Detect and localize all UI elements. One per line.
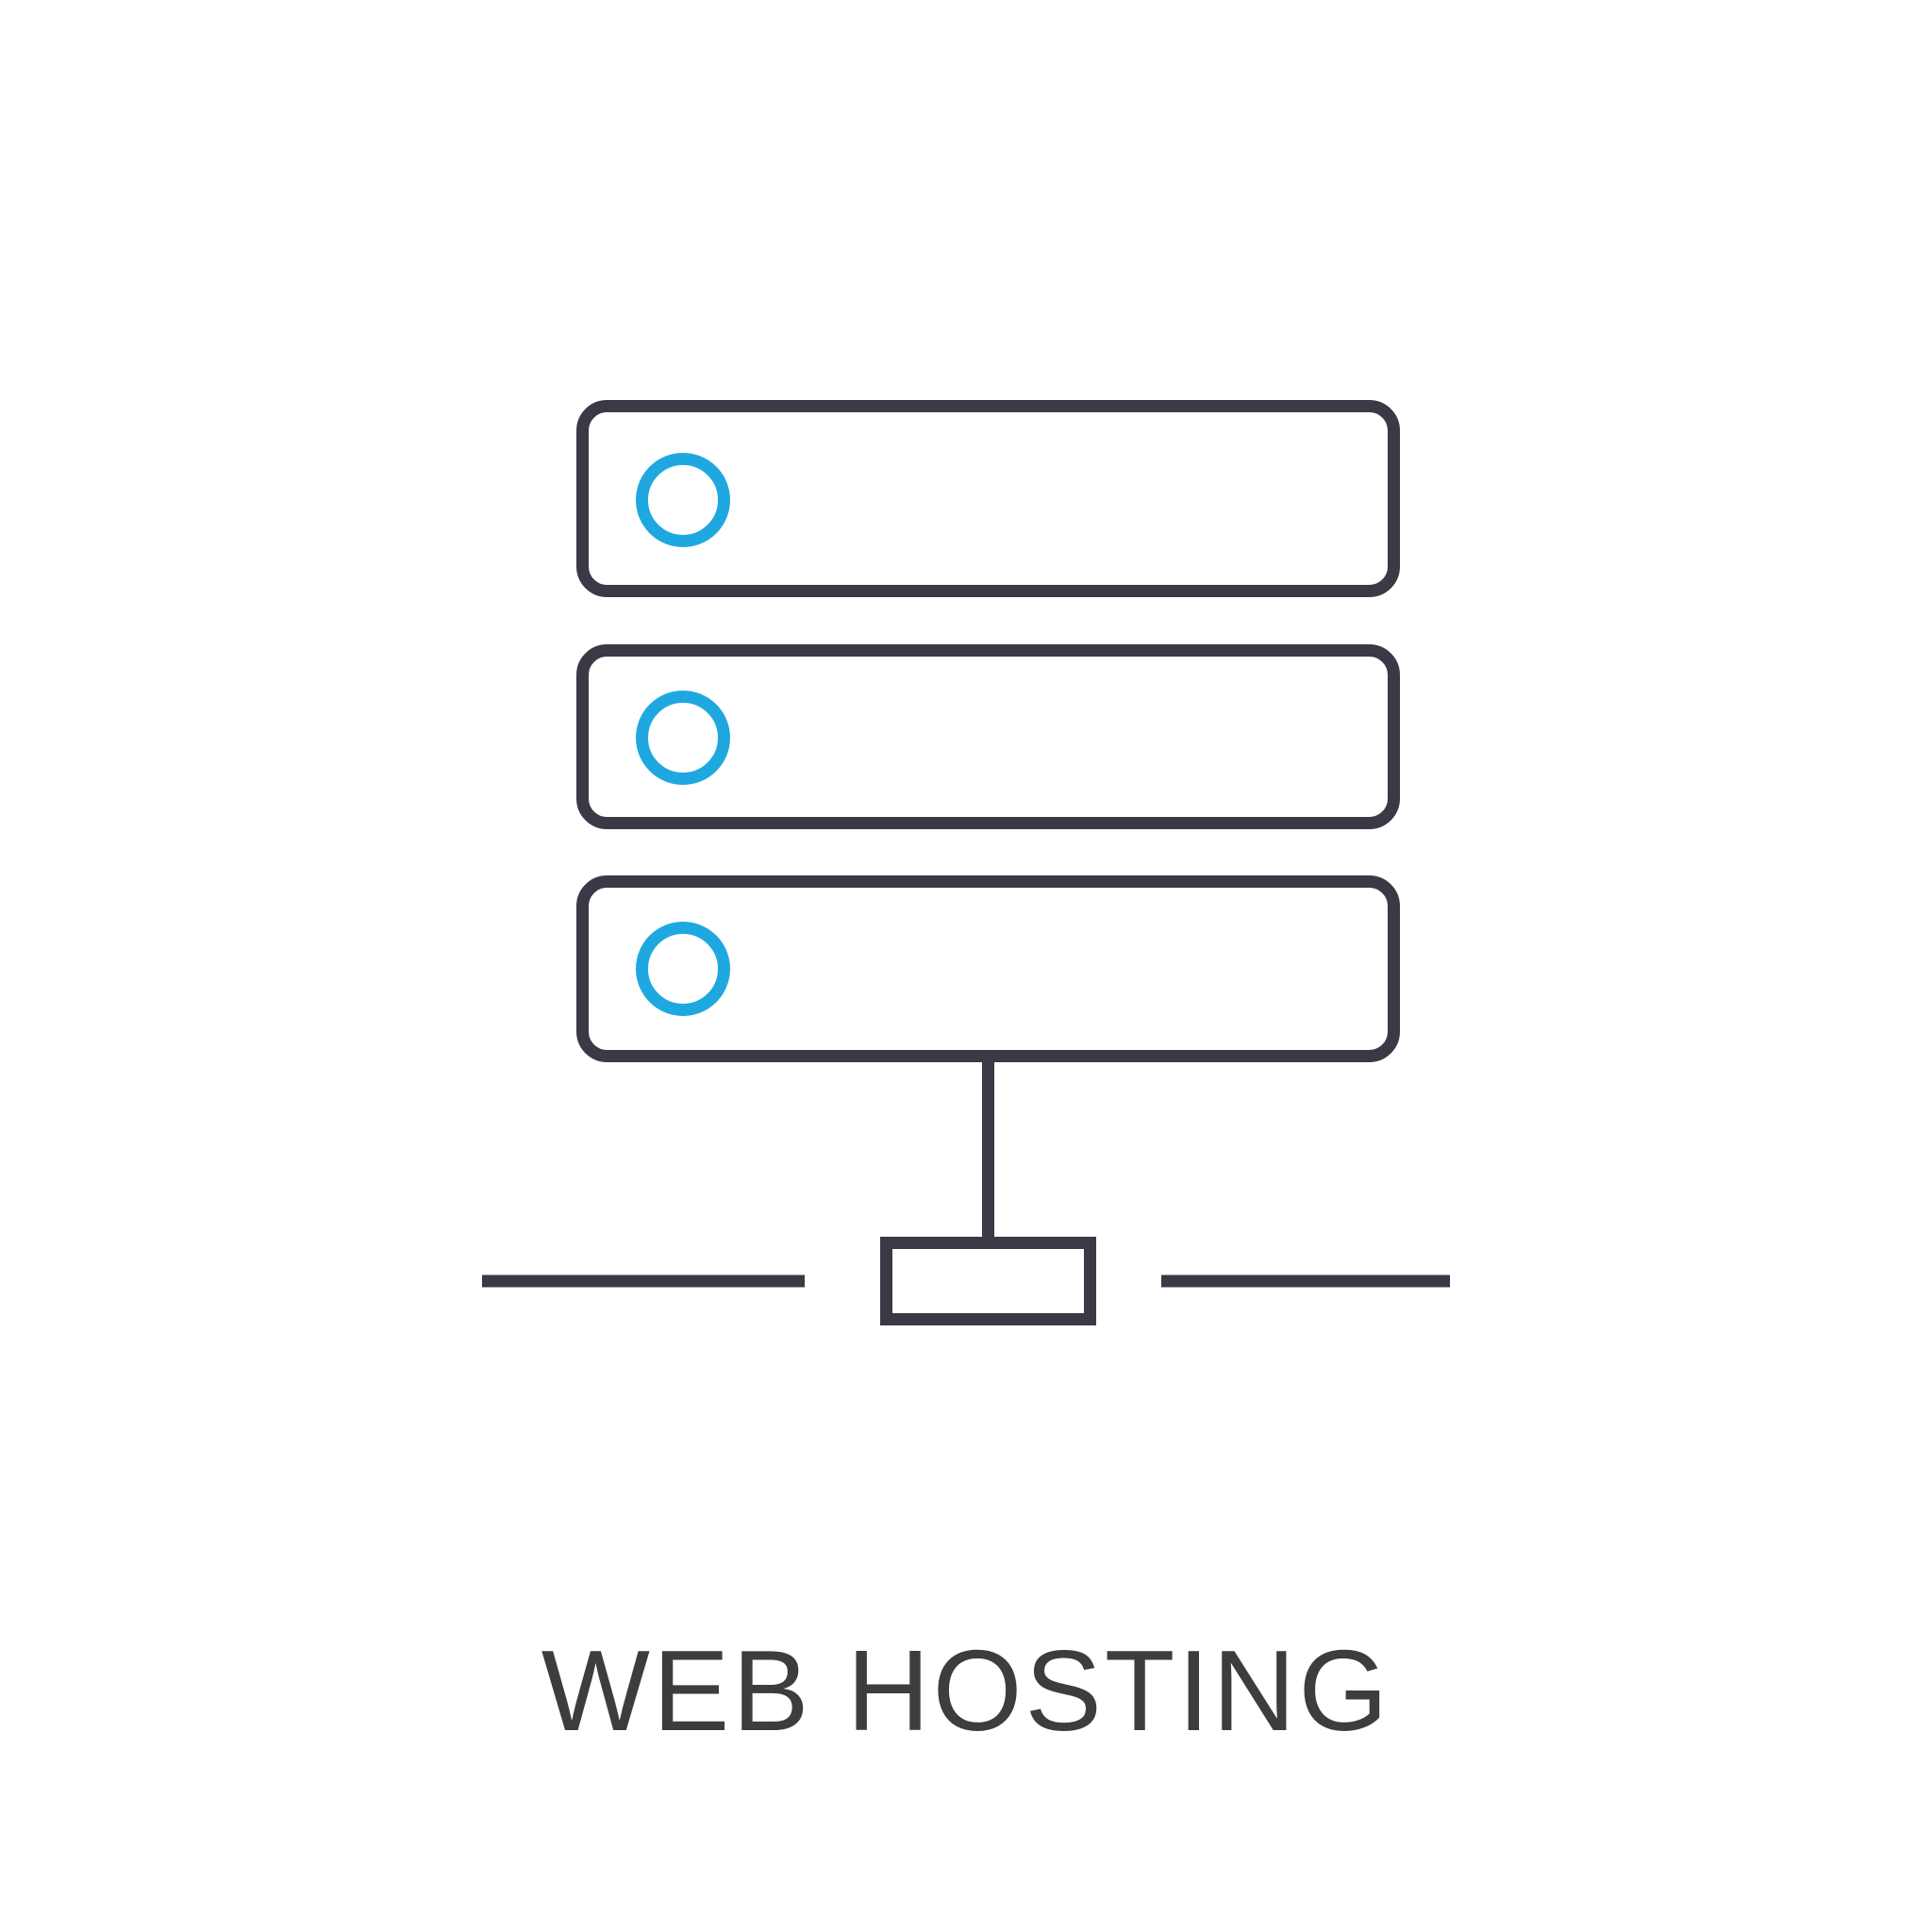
status-light-2-icon [636, 691, 730, 785]
status-light-3-icon [636, 922, 730, 1016]
server-unit-3 [576, 875, 1400, 1062]
network-node-box [880, 1237, 1096, 1325]
server-unit-2 [576, 644, 1400, 829]
status-light-1-icon [636, 453, 730, 547]
caption-title: WEB HOSTING [541, 1626, 1391, 1755]
server-unit-1 [576, 400, 1400, 597]
